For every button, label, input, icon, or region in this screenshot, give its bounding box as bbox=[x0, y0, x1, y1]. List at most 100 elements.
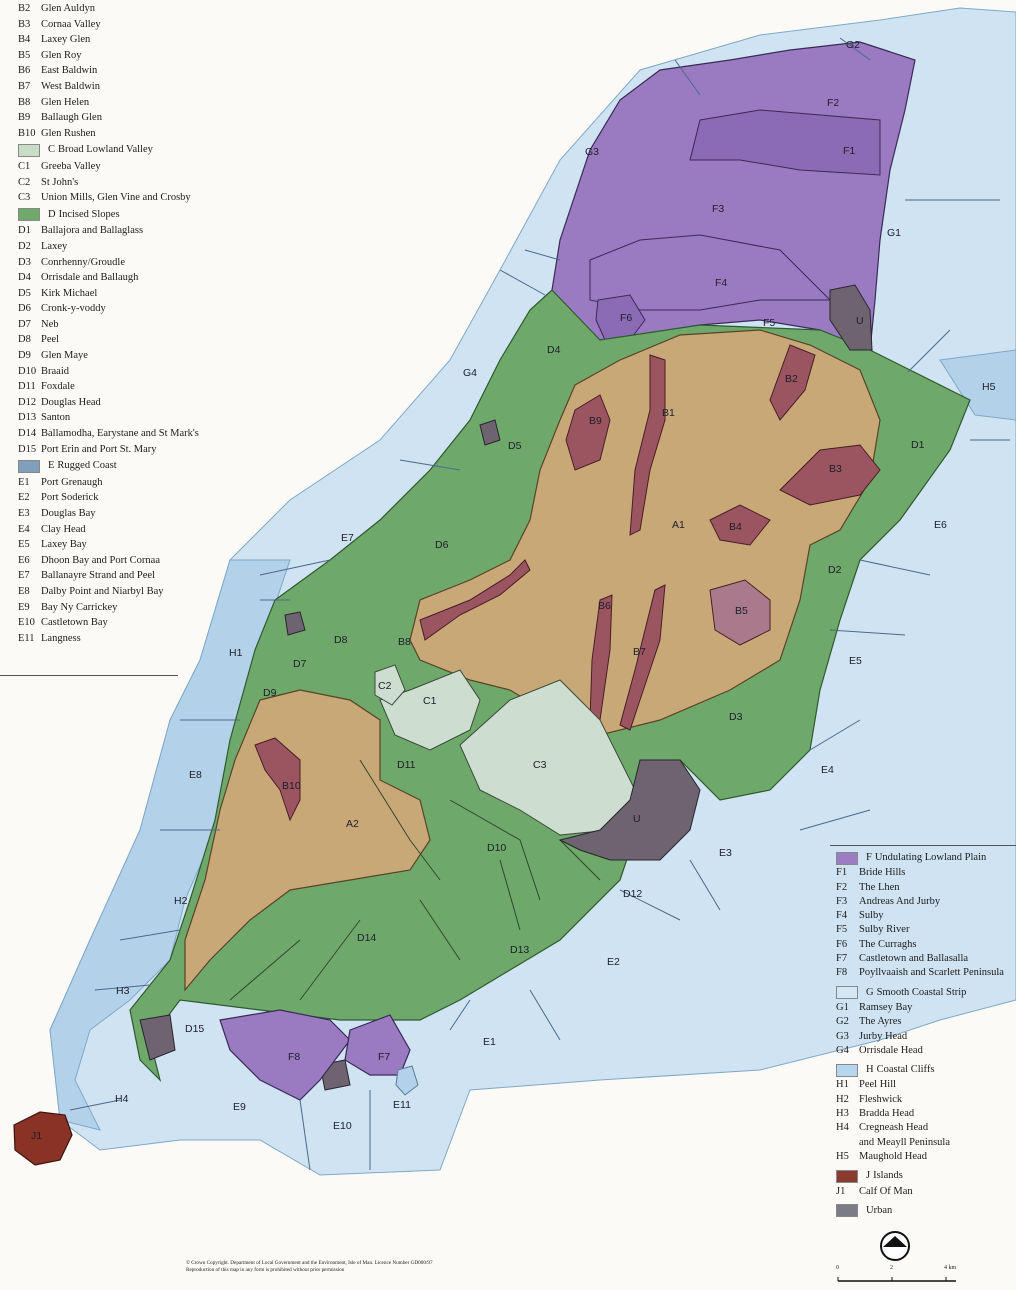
legend-code: C1 bbox=[18, 160, 31, 172]
legend-entry: E9 Bay Ny Carrickey bbox=[18, 600, 199, 616]
zone-label: H1 bbox=[229, 647, 243, 659]
legend-code: F8 bbox=[836, 967, 848, 979]
zone-label: F6 bbox=[620, 312, 632, 324]
legend-code: J1 bbox=[836, 1185, 846, 1197]
legend-code: D bbox=[48, 208, 56, 220]
zone-label: G2 bbox=[846, 39, 860, 51]
zone-label: E11 bbox=[393, 1099, 411, 1111]
legend-label: The Ayres bbox=[859, 1016, 902, 1028]
legend-label: Bay Ny Carrickey bbox=[41, 601, 118, 613]
zone-label: D10 bbox=[487, 842, 506, 854]
zone-label: B1 bbox=[662, 407, 675, 419]
zone-label: H2 bbox=[174, 895, 188, 907]
zone-label: A2 bbox=[346, 818, 359, 830]
legend-label: Orrisdale Head bbox=[859, 1044, 923, 1056]
legend-swatch bbox=[18, 459, 40, 473]
zone-label: D3 bbox=[729, 711, 743, 723]
glen-b5 bbox=[709, 579, 771, 646]
zone-label: D15 bbox=[185, 1023, 204, 1035]
legend-label: Port Erin and Port St. Mary bbox=[41, 443, 157, 455]
urban-ramsey bbox=[829, 284, 873, 351]
legend-left-rule bbox=[0, 675, 178, 676]
legend-code: D10 bbox=[18, 365, 37, 377]
legend-label: Conrhenny/Groudle bbox=[41, 256, 125, 268]
legend-swatch bbox=[836, 851, 858, 865]
legend-label: East Baldwin bbox=[41, 65, 98, 77]
lowland-f8 bbox=[219, 1009, 351, 1101]
zone-label: E4 bbox=[821, 764, 834, 776]
zone-label: D2 bbox=[828, 564, 842, 576]
legend-label: Douglas Head bbox=[41, 396, 101, 408]
legend-label: Urban bbox=[866, 1204, 893, 1216]
zone-label: B4 bbox=[729, 521, 742, 533]
copyright-notice: © Crown Copyright. Department of Local G… bbox=[186, 1260, 516, 1274]
legend-swatch bbox=[836, 1204, 858, 1218]
legend-code: C3 bbox=[18, 192, 31, 204]
zone-label: U bbox=[856, 315, 864, 327]
legend-code: B7 bbox=[18, 80, 31, 92]
zone-label: E7 bbox=[341, 532, 354, 544]
legend-code: B8 bbox=[18, 96, 31, 108]
zone-label: C2 bbox=[378, 680, 392, 692]
legend-code: G4 bbox=[836, 1044, 849, 1056]
zone-label: D13 bbox=[510, 944, 529, 956]
legend-code: F bbox=[866, 852, 872, 863]
legend-code: D13 bbox=[18, 412, 37, 424]
legend-label: West Baldwin bbox=[41, 80, 100, 92]
zone-label: F5 bbox=[763, 317, 775, 329]
legend-label: Braaid bbox=[41, 365, 69, 377]
zone-label: E9 bbox=[233, 1101, 246, 1113]
legend-code: D6 bbox=[18, 303, 31, 315]
zone-label: F4 bbox=[715, 277, 727, 289]
zone-label: G4 bbox=[463, 367, 477, 379]
legend-entry: Urban bbox=[836, 1204, 1004, 1218]
zone-label: F1 bbox=[843, 145, 855, 157]
legend-code: E6 bbox=[18, 554, 30, 566]
zone-label: G1 bbox=[887, 227, 901, 239]
legend-code: E bbox=[48, 460, 55, 472]
zone-label: E2 bbox=[607, 956, 620, 968]
legend-label: Laxey Bay bbox=[41, 539, 87, 551]
legend-label: Bride Hills bbox=[859, 867, 906, 879]
legend-code: E9 bbox=[18, 601, 30, 613]
zone-label: B5 bbox=[735, 605, 748, 617]
zone-label: D9 bbox=[263, 687, 277, 699]
scale-tick-2: 2 bbox=[890, 1265, 893, 1271]
legend-entry: D10 Braaid bbox=[18, 364, 199, 380]
broad-valley-c1 bbox=[379, 669, 481, 751]
legend-label: Orrisdale and Ballaugh bbox=[41, 272, 139, 284]
scale-bar: 0 2 4 km bbox=[836, 1265, 986, 1285]
legend-code: F6 bbox=[836, 938, 848, 950]
legend-code: B2 bbox=[18, 3, 31, 14]
legend-label: Dalby Point and Niarbyl Bay bbox=[41, 585, 164, 597]
zone-label: D12 bbox=[623, 888, 642, 900]
glen-b9 bbox=[565, 394, 611, 471]
legend-code: D1 bbox=[18, 225, 31, 237]
zone-label: B6 bbox=[598, 600, 611, 612]
legend-label: Islands bbox=[873, 1170, 903, 1182]
legend-label: Santon bbox=[41, 412, 71, 424]
legend-code: E5 bbox=[18, 539, 30, 551]
